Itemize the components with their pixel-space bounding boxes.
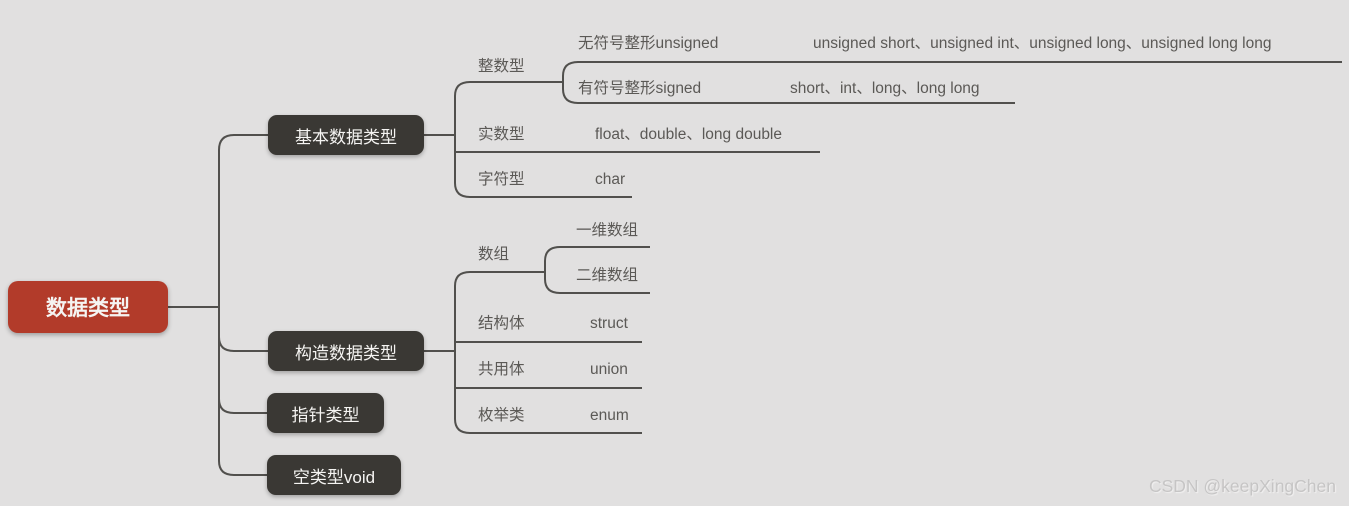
label-array: 数组	[478, 246, 510, 263]
label-enum: 枚举类	[478, 407, 525, 424]
connector-branch-construct	[218, 336, 268, 352]
label-2d-array: 二维数组	[576, 267, 639, 284]
label-char-type: 字符型	[478, 171, 525, 188]
value-union: union	[590, 361, 628, 378]
node-void-type: 空类型void	[267, 455, 401, 495]
connector-branch-pointer	[218, 398, 267, 414]
label-real-type: 实数型	[478, 126, 525, 143]
csdn-watermark: CSDN @keepXingChen	[1148, 476, 1336, 496]
node-basic-data-types: 基本数据类型	[268, 115, 424, 155]
connector-array-children	[544, 246, 650, 294]
node-constructed-data-types: 构造数据类型	[268, 331, 424, 371]
value-enum: enum	[590, 407, 629, 424]
label-union: 共用体	[478, 361, 525, 378]
label-signed-integer: 有符号整形signed	[578, 80, 702, 97]
value-char-type: char	[595, 171, 626, 188]
value-unsigned-integer: unsigned short、unsigned int、unsigned lon…	[813, 35, 1272, 52]
connector-integer-children	[562, 61, 1342, 104]
connector-trunk1	[218, 134, 268, 476]
label-struct: 结构体	[478, 315, 525, 332]
label-unsigned-integer: 无符号整形unsigned	[578, 35, 719, 52]
value-signed-integer: short、int、long、long long	[790, 80, 980, 97]
value-real-type: float、double、long double	[595, 126, 782, 143]
label-integer-type: 整数型	[478, 58, 525, 75]
connector-trunk-basic	[454, 81, 632, 198]
label-1d-array: 一维数组	[576, 222, 639, 239]
node-data-types-root: 数据类型	[8, 281, 168, 333]
node-pointer-type: 指针类型	[267, 393, 384, 433]
connector-trunk-construct	[454, 271, 642, 434]
value-struct: struct	[590, 315, 628, 332]
